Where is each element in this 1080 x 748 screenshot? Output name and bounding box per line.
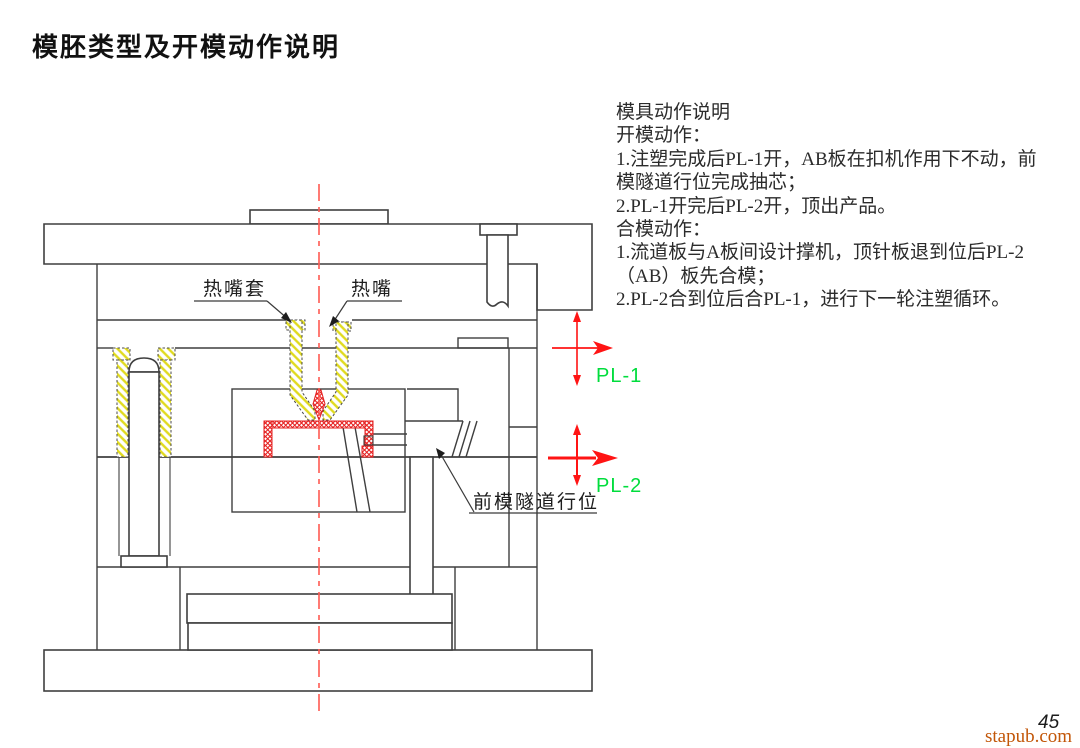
insert-and-tunnel-slide [231,337,537,567]
hot-nozzle-sleeve-label: 热嘴套 [203,278,266,300]
note-line: 模具动作说明 [616,102,731,123]
hot-nozzle-section [322,321,349,421]
note-line: 开模动作： [616,125,712,147]
top-clamp-plate [43,223,593,311]
tunnel-slide-label: 前模隧道行位 [473,491,599,513]
mold-action-notes: 模具动作说明开模动作：1.注塑完成后PL-1开，AB板在扣机作用下不动，前模隧道… [616,101,1037,312]
pl2-marker: PL-2 [548,424,642,497]
note-line: （AB）板先合模； [616,265,776,287]
angled-lifter [342,426,358,513]
support-pillar [409,456,434,616]
note-line: 模隧道行位完成抽芯； [616,172,807,194]
guide-pin-body [128,371,160,557]
hot-nozzle-label: 热嘴 [351,278,393,300]
mold-base-plates [43,209,593,692]
guide-bushing [116,359,129,458]
ejector-base-plate [187,622,453,651]
guide-pin-head [128,357,160,373]
guide-bushing-flange [112,347,131,361]
ejector-system [186,456,453,651]
hot-sprue [285,319,352,421]
guide-pin-assembly [112,347,176,568]
watermark: stapub.com [985,726,1073,747]
note-line: 2.PL-2合到位后合PL-1，进行下一轮注塑循环。 [616,289,1011,311]
bottom-clamp-plate [43,649,593,692]
note-line: 1.注塑完成后PL-1开，AB板在扣机作用下不动，前 [616,148,1037,170]
note-line: 合模动作： [616,218,712,240]
pl1-label: PL-1 [596,365,642,387]
callouts: 热嘴套 热嘴 前模隧道行位 [194,278,599,514]
support-screw [479,223,518,309]
note-line: 1.流道板与A板间设计撑机，顶针板退到位后PL-2 [616,242,1024,264]
hot-nozzle-sleeve-section [289,319,316,421]
pl1-marker: PL-1 [552,311,642,387]
note-line: 2.PL-1开完后PL-2开，顶出产品。 [616,195,897,217]
pl2-label: PL-2 [596,475,642,497]
page-title: 模胚类型及开模动作说明 [32,33,341,62]
page-number: 45 [1038,712,1060,733]
